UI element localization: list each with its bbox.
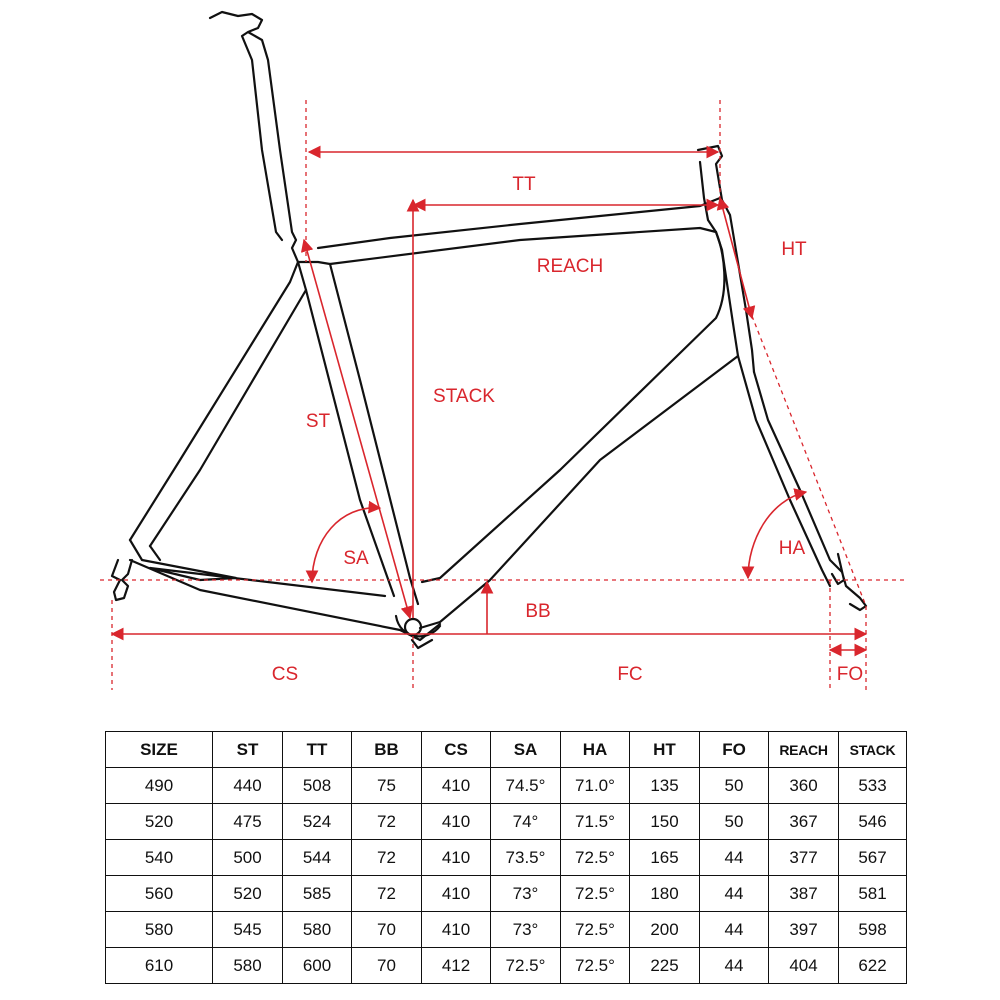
table-cell: 71.5°	[560, 803, 630, 840]
label-cs: CS	[272, 664, 298, 685]
table-cell: 580	[105, 911, 213, 948]
label-st: ST	[306, 411, 331, 432]
table-cell: 74.5°	[490, 767, 561, 804]
table-cell: 475	[212, 803, 283, 840]
header-sa: SA	[490, 731, 561, 768]
table-cell: 74°	[490, 803, 561, 840]
table-cell: 622	[838, 947, 907, 984]
table-cell: 410	[421, 803, 491, 840]
table-cell: 397	[768, 911, 839, 948]
table-cell: 44	[699, 839, 769, 876]
table-cell: 72	[351, 839, 422, 876]
table-cell: 580	[282, 911, 352, 948]
table-cell: 70	[351, 947, 422, 984]
table-cell: 412	[421, 947, 491, 984]
label-reach: REACH	[537, 256, 604, 277]
table-cell: 520	[212, 875, 283, 912]
label-tt: TT	[512, 174, 536, 195]
table-cell: 50	[699, 767, 769, 804]
table-cell: 72.5°	[560, 875, 630, 912]
table-cell: 367	[768, 803, 839, 840]
table-cell: 610	[105, 947, 213, 984]
header-bb: BB	[351, 731, 422, 768]
table-cell: 70	[351, 911, 422, 948]
table-cell: 545	[212, 911, 283, 948]
table-cell: 73°	[490, 875, 561, 912]
table-cell: 150	[629, 803, 700, 840]
label-stack: STACK	[433, 386, 495, 407]
table-cell: 410	[421, 839, 491, 876]
table-cell: 560	[105, 875, 213, 912]
table-cell: 387	[768, 875, 839, 912]
table-cell: 404	[768, 947, 839, 984]
table-cell: 72.5°	[560, 839, 630, 876]
label-ht: HT	[781, 239, 807, 260]
label-fc: FC	[617, 664, 642, 685]
header-size: SIZE	[105, 731, 213, 768]
table-cell: 44	[699, 875, 769, 912]
table-cell: 72.5°	[490, 947, 561, 984]
header-ht: HT	[629, 731, 700, 768]
dimension-lines	[100, 100, 905, 690]
table-cell: 50	[699, 803, 769, 840]
table-cell: 225	[629, 947, 700, 984]
header-fo: FO	[699, 731, 769, 768]
table-cell: 581	[838, 875, 907, 912]
label-sa: SA	[343, 548, 369, 569]
header-st: ST	[212, 731, 283, 768]
table-cell: 135	[629, 767, 700, 804]
table-cell: 165	[629, 839, 700, 876]
label-bb: BB	[525, 601, 550, 622]
label-ha: HA	[779, 538, 806, 559]
table-cell: 585	[282, 875, 352, 912]
table-cell: 524	[282, 803, 352, 840]
table-cell: 72.5°	[560, 911, 630, 948]
table-cell: 546	[838, 803, 907, 840]
table-cell: 540	[105, 839, 213, 876]
table-cell: 533	[838, 767, 907, 804]
header-reach: REACH	[768, 731, 839, 768]
table-cell: 440	[212, 767, 283, 804]
table-cell: 377	[768, 839, 839, 876]
geometry-table: SIZE ST TT BB CS SA HA HT FO REACH STACK…	[105, 731, 907, 984]
table-cell: 600	[282, 947, 352, 984]
frame-geometry-diagram: TT HT REACH STACK ST SA HA BB CS FC FO	[100, 10, 905, 690]
table-cell: 75	[351, 767, 422, 804]
table-cell: 360	[768, 767, 839, 804]
table-cell: 200	[629, 911, 700, 948]
bike-frame-outline	[110, 10, 868, 650]
table-cell: 410	[421, 911, 491, 948]
header-ha: HA	[560, 731, 630, 768]
table-cell: 73.5°	[490, 839, 561, 876]
table-cell: 44	[699, 911, 769, 948]
table-cell: 72.5°	[560, 947, 630, 984]
table-cell: 508	[282, 767, 352, 804]
table-cell: 580	[212, 947, 283, 984]
table-cell: 410	[421, 875, 491, 912]
header-cs: CS	[421, 731, 491, 768]
table-header-row: SIZE ST TT BB CS SA HA HT FO REACH STACK	[105, 731, 907, 768]
header-tt: TT	[282, 731, 352, 768]
header-stack: STACK	[838, 731, 907, 768]
table-cell: 72	[351, 803, 422, 840]
table-cell: 544	[282, 839, 352, 876]
table-cell: 500	[212, 839, 283, 876]
table-cell: 73°	[490, 911, 561, 948]
table-cell: 410	[421, 767, 491, 804]
table-cell: 490	[105, 767, 213, 804]
label-fo: FO	[837, 664, 863, 685]
table-cell: 71.0°	[560, 767, 630, 804]
table-cell: 72	[351, 875, 422, 912]
table-cell: 44	[699, 947, 769, 984]
table-cell: 598	[838, 911, 907, 948]
table-cell: 180	[629, 875, 700, 912]
table-cell: 567	[838, 839, 907, 876]
table-cell: 520	[105, 803, 213, 840]
